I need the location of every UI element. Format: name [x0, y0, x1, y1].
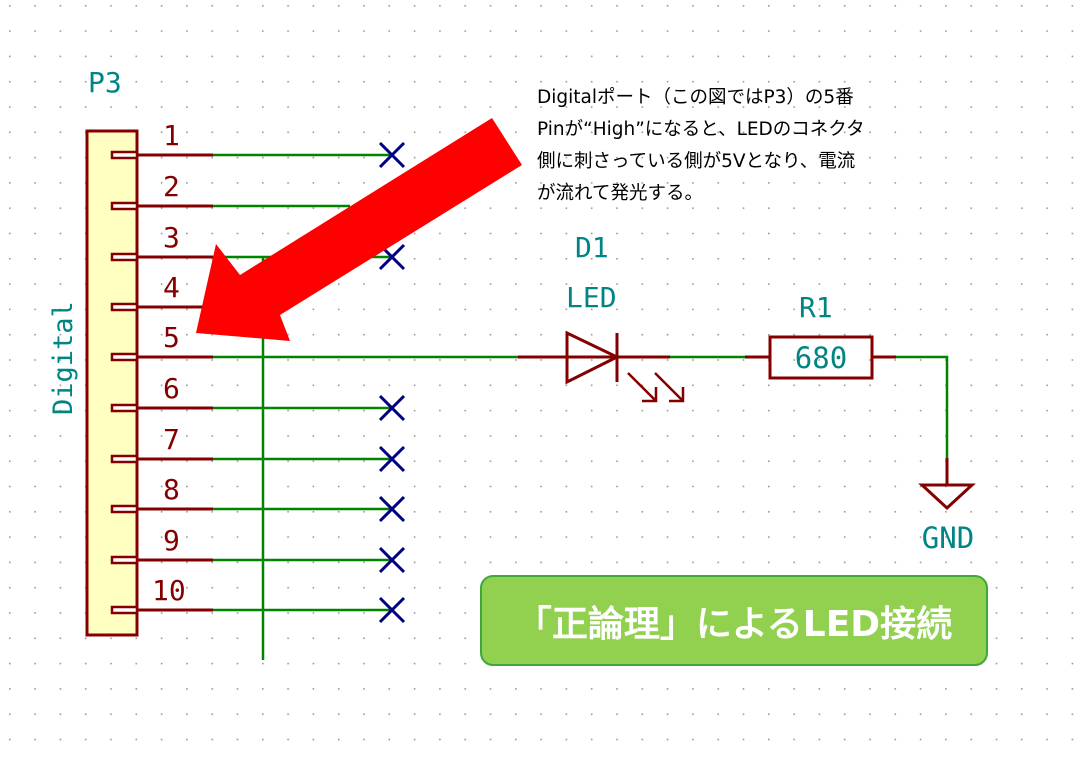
connector-ref: P3	[88, 66, 122, 99]
led-value: LED	[566, 281, 617, 314]
led-ref: D1	[575, 231, 609, 264]
connector-pin-7[interactable]: 7	[110, 423, 406, 473]
connector-pin-6[interactable]: 6	[110, 372, 406, 422]
resistor-value: 680	[795, 341, 847, 375]
pin-number: 10	[152, 574, 186, 607]
pin-stub	[110, 201, 139, 211]
pin-stub	[110, 605, 139, 615]
pin-stub	[110, 403, 139, 413]
pin-number: 1	[163, 119, 180, 152]
pin-stub	[110, 352, 139, 362]
annotation-line: 側に刺さっている側が5Vとなり、電流	[537, 151, 856, 172]
pin-number: 2	[163, 170, 180, 203]
no-connect-icon	[378, 141, 406, 169]
pin-number: 8	[163, 473, 180, 506]
pin-number: 7	[163, 423, 180, 456]
banner-text: 「正論理」によるLED接続	[515, 603, 953, 645]
annotation-line: Pinが“High”になると、LEDのコネクタ	[537, 119, 865, 140]
connector-p3[interactable]: P3 Digital 1 2 3 4 5 6 7 8 9 10	[48, 66, 406, 637]
pin-number: 5	[163, 321, 180, 354]
ground-symbol[interactable]	[918, 458, 976, 511]
no-connect-icon	[378, 546, 406, 574]
title-banner: 「正論理」によるLED接続	[480, 575, 988, 666]
connector-pin-4[interactable]: 4	[110, 271, 205, 312]
connector-pin-5[interactable]: 5	[110, 321, 213, 362]
pin-stub	[110, 555, 139, 565]
no-connect-icon	[378, 445, 406, 473]
connector-pin-9[interactable]: 9	[110, 524, 406, 574]
wire	[896, 355, 949, 458]
pin-number: 6	[163, 372, 180, 405]
pin-stub	[110, 252, 139, 262]
connector-pin-1[interactable]: 1	[110, 119, 406, 169]
resistor-r1[interactable]: 680	[745, 335, 896, 380]
pin-number: 4	[163, 271, 180, 304]
pin-stub	[110, 150, 139, 160]
connector-pin-8[interactable]: 8	[110, 473, 406, 523]
annotation-text: Digitalポート（この図ではP3）の5番 Pinが“High”になると、LED…	[537, 82, 865, 210]
connector-value: Digital	[48, 301, 79, 415]
resistor-ref: R1	[799, 291, 833, 324]
no-connect-icon	[378, 596, 406, 624]
annotation-line: が流れて発光する。	[537, 183, 703, 204]
pin-stub	[110, 302, 139, 312]
connector-pin-2[interactable]: 2	[110, 170, 350, 211]
pin-number: 3	[163, 221, 180, 254]
connector-pin-10[interactable]: 10	[110, 574, 406, 624]
red-arrow	[196, 118, 522, 341]
pin-stub	[110, 504, 139, 514]
pin-stub	[110, 454, 139, 464]
no-connect-icon	[378, 495, 406, 523]
led-d1[interactable]	[518, 330, 685, 403]
no-connect-icon	[378, 394, 406, 422]
annotation-line: Digitalポート（この図ではP3）の5番	[537, 87, 854, 108]
pin-number: 9	[163, 524, 180, 557]
ground-label: GND	[922, 521, 974, 555]
